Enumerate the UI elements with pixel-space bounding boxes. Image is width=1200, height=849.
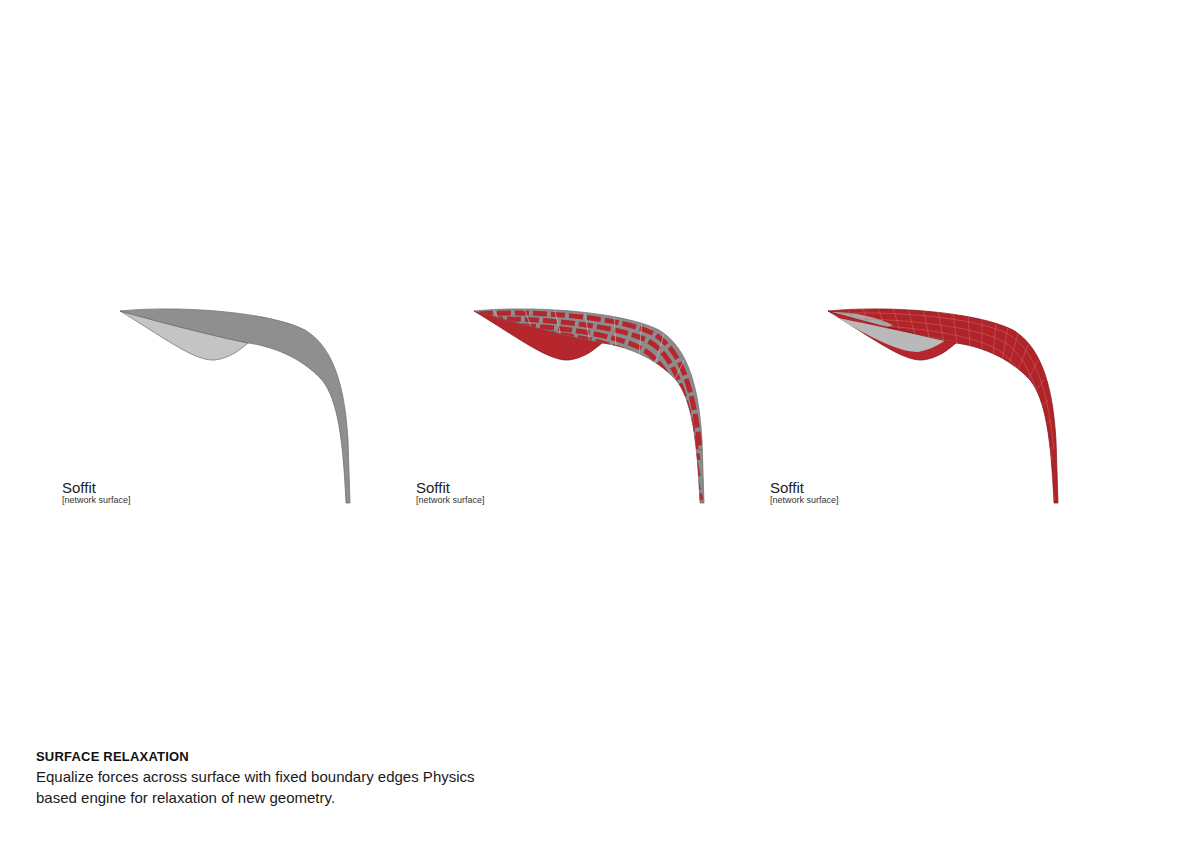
relaxed-mesh-surface (828, 309, 1058, 503)
soffit-surface (120, 309, 350, 503)
part-name: Soffit (62, 479, 96, 496)
diagram-caption: Equalize forces across surface with fixe… (36, 766, 476, 808)
part-note: [network surface] (770, 495, 839, 505)
part-note: [network surface] (62, 495, 131, 505)
part-name: Soffit (770, 479, 804, 496)
diagram-title: SURFACE RELAXATION (36, 750, 189, 765)
mesh-strips (479, 308, 701, 500)
mesh-grid (830, 308, 1055, 500)
soffit-mesh-surface (474, 309, 704, 503)
part-note: [network surface] (416, 495, 485, 505)
part-name: Soffit (416, 479, 450, 496)
